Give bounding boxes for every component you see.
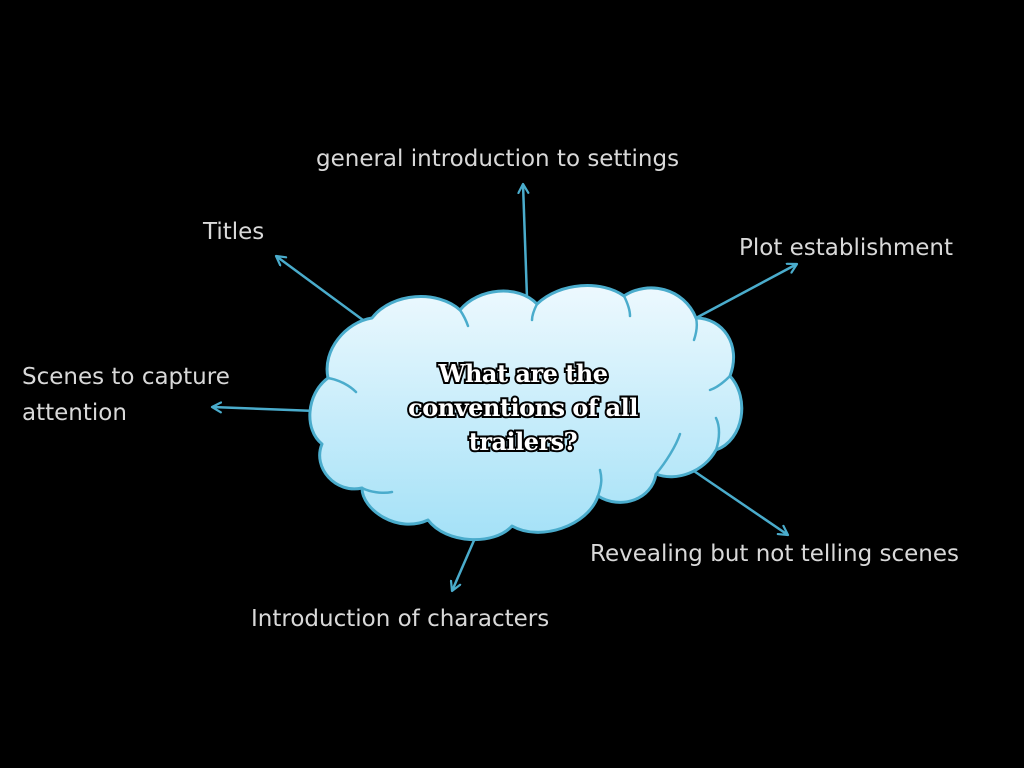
arrow-to-revealing xyxy=(687,465,788,535)
arrow-to-scenes-capture xyxy=(212,407,317,411)
cloud-contour-accent xyxy=(326,294,732,498)
arrow-to-settings xyxy=(523,184,527,299)
branch-label-plot: Plot establishment xyxy=(739,235,953,261)
branch-label-titles: Titles xyxy=(203,219,265,245)
branch-label-characters: Introduction of characters xyxy=(251,606,550,632)
branch-label-settings: general introduction to settings xyxy=(316,146,680,172)
arrow-to-titles xyxy=(276,256,368,325)
branch-label-scenes-capture: Scenes to capture attention xyxy=(22,364,230,426)
arrow-to-plot xyxy=(695,264,797,320)
central-question: What are the conventions of all trailers… xyxy=(406,357,640,458)
branch-label-revealing: Revealing but not telling scenes xyxy=(590,541,960,567)
